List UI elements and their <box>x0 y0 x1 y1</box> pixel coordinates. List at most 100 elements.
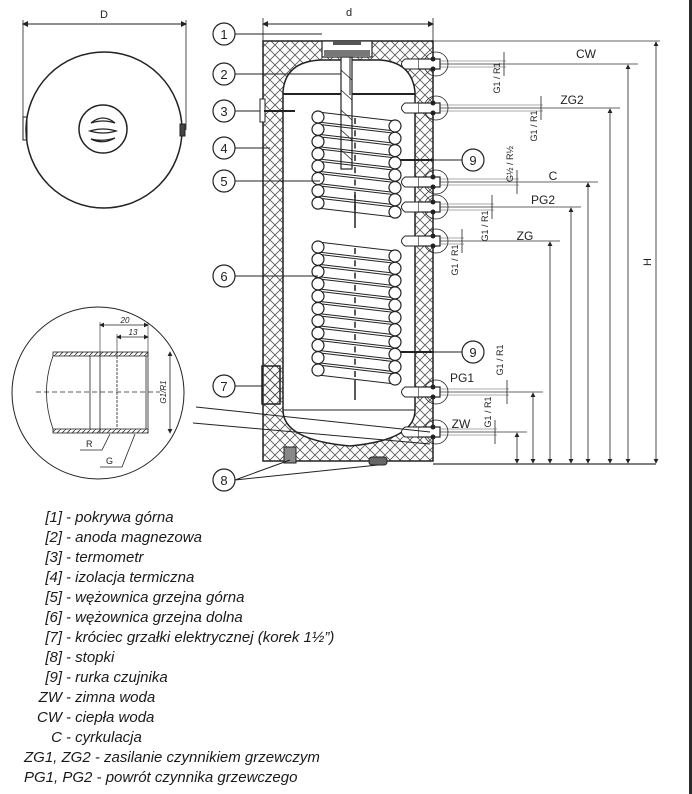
callout-5: 5 <box>212 169 320 193</box>
callouts: 1 2 3 4 5 6 7 8 9 9 <box>212 22 485 492</box>
port-thread-pg2: G1 / R1 <box>480 210 490 241</box>
lower-heating-coil <box>311 240 402 386</box>
port-label-zg2: ZG2 <box>560 93 584 107</box>
port-label-pg1: PG1 <box>450 371 474 385</box>
port-label-zg: ZG <box>517 229 534 243</box>
legend-description: - termometr <box>66 549 144 566</box>
legend-item: ZW- zimna woda <box>0 688 400 708</box>
legend-key: [1] <box>45 509 62 526</box>
legend-description: - anoda magnezowa <box>66 529 202 546</box>
detail-dim-13: 13 <box>129 328 138 337</box>
detail-circle <box>11 306 185 480</box>
legend-key: [3] <box>45 549 62 566</box>
port-thread-zg: G1 / R1 <box>450 244 460 275</box>
top-cover-circle <box>78 104 128 154</box>
legend-description: - stopki <box>66 649 115 666</box>
port-label-c: C <box>549 169 558 183</box>
foot-right <box>368 456 388 466</box>
legend-item: [4]- izolacja termiczna <box>0 568 400 588</box>
legend-key: [9] <box>45 669 62 686</box>
legend-key: [6] <box>45 609 62 626</box>
legend-description: - ciepła woda <box>66 709 155 726</box>
legend: [1]- pokrywa górna[2]- anoda magnezowa[3… <box>0 508 400 788</box>
legend-key: [2] <box>45 529 62 546</box>
legend-key: [4] <box>45 569 62 586</box>
legend-item: CW- ciepła woda <box>0 708 400 728</box>
svg-text:6: 6 <box>220 269 227 284</box>
legend-item: [6]- wężownica grzejna dolna <box>0 608 400 628</box>
callout-3: 3 <box>212 99 260 123</box>
detail-dim-20: 20 <box>120 316 130 325</box>
height-label: H <box>642 258 654 266</box>
legend-item: [1]- pokrywa górna <box>0 508 400 528</box>
legend-item: [7]- króciec grzałki elektrycznej (korek… <box>0 628 400 648</box>
callout-1: 1 <box>212 22 322 46</box>
callout-8: 8 <box>212 459 379 492</box>
legend-key: C <box>51 729 62 746</box>
legend-key: ZG1, ZG2 <box>24 749 91 766</box>
detail-label-g: G <box>106 456 113 466</box>
legend-description: - króciec grzałki elektrycznej (korek 1½… <box>66 629 335 646</box>
svg-text:9: 9 <box>469 345 476 360</box>
port-label-zw: ZW <box>452 417 471 431</box>
callout-2: 2 <box>212 62 341 86</box>
legend-item: C- cyrkulacja <box>0 728 400 748</box>
legend-item: [3]- termometr <box>0 548 400 568</box>
svg-text:2: 2 <box>220 67 227 82</box>
legend-description: - zasilanie czynnikiem grzewczym <box>90 749 320 766</box>
svg-text:4: 4 <box>220 141 227 156</box>
upper-heating-coil <box>311 110 402 219</box>
port-cw: CW G1 / R1 <box>401 47 638 94</box>
callout-7: 7 <box>212 374 262 398</box>
detail-leader-lower <box>192 422 431 445</box>
heater-socket <box>261 365 281 405</box>
legend-item: ZG1, ZG2 - zasilanie czynnikiem grzewczy… <box>0 748 400 768</box>
svg-text:8: 8 <box>220 473 227 488</box>
legend-item: PG1, PG2 - powrót czynnika grzewczego <box>0 768 400 788</box>
callout-9: 9 <box>433 340 485 364</box>
detail-thread-label: G1/R1 <box>159 380 168 403</box>
legend-item: [9]- rurka czujnika <box>0 668 400 688</box>
port-zg: ZG G1 / R1 <box>401 228 560 276</box>
legend-description: - wężownica grzejna górna <box>66 589 245 606</box>
legend-key: PG1, PG2 <box>24 769 93 786</box>
legend-key: [8] <box>45 649 62 666</box>
legend-key: CW <box>37 709 62 726</box>
legend-item: [2]- anoda magnezowa <box>0 528 400 548</box>
height-dimensions <box>433 40 660 464</box>
boiler-technical-drawing: D d <box>11 7 660 492</box>
callout-4: 4 <box>212 136 270 160</box>
width-label: d <box>346 7 352 19</box>
top-view: D <box>22 9 187 209</box>
tank-top-circle <box>25 51 183 209</box>
diameter-label: D <box>100 9 108 21</box>
detail-view: 20 13 G1/R1 R G <box>11 306 431 480</box>
callout-6: 6 <box>212 264 318 288</box>
port-thread-cw: G1 / R1 <box>492 62 502 93</box>
legend-description: - zimna woda <box>66 689 156 706</box>
port-thread-c: G½ / R½ <box>505 146 515 183</box>
port-label-cw: CW <box>576 47 597 61</box>
callout-9: 9 <box>433 148 485 172</box>
port-thread-zw: G1 / R1 <box>483 396 493 427</box>
legend-description: - pokrywa górna <box>66 509 174 526</box>
detail-leader-upper <box>195 406 431 433</box>
legend-description: - wężownica grzejna dolna <box>66 609 243 626</box>
magnesium-anode <box>340 56 353 170</box>
legend-description: - rurka czujnika <box>66 669 168 686</box>
right-edge-bar <box>689 0 692 794</box>
legend-item: [8]- stopki <box>0 648 400 668</box>
svg-text:7: 7 <box>220 379 227 394</box>
legend-key: [7] <box>45 629 62 646</box>
svg-text:5: 5 <box>220 174 227 189</box>
port-thread-zg2: G1 / R1 <box>529 110 539 141</box>
port-zg2: ZG2 G1 / R1 <box>401 93 620 142</box>
legend-description: - izolacja termiczna <box>66 569 195 586</box>
port-c: C G½ / R½ <box>401 146 598 195</box>
foot-left <box>283 446 297 464</box>
port-pg1: PG1 G1 / R1 <box>401 344 543 405</box>
port-thread-pg1: G1 / R1 <box>495 344 505 375</box>
